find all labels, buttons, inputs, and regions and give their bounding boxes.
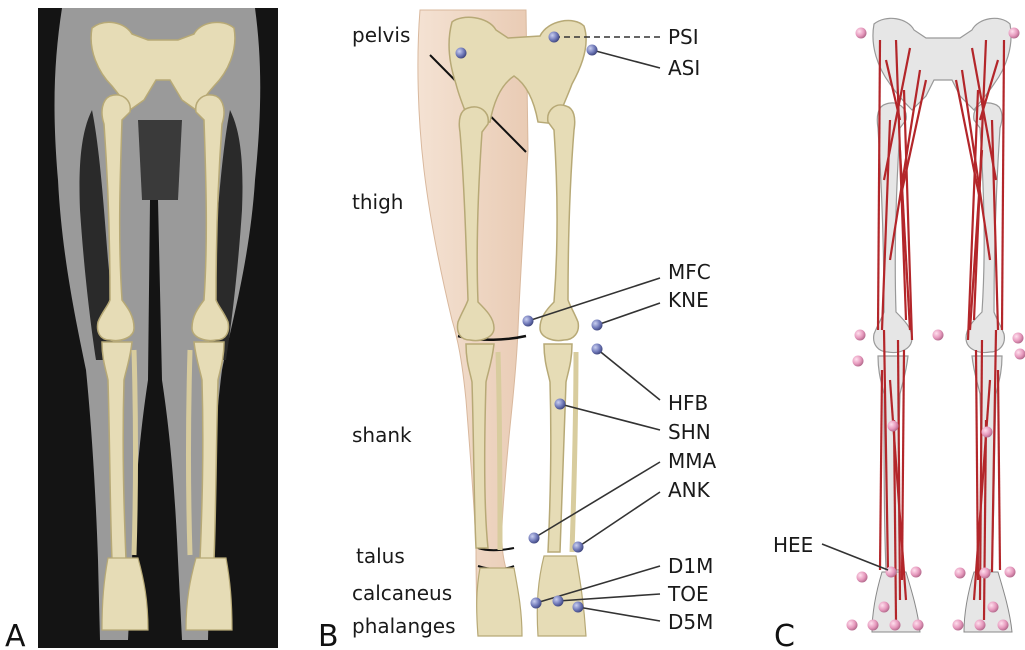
marker-pink	[888, 421, 899, 432]
marker-label-mma: MMA	[668, 449, 717, 473]
leader-asi	[592, 50, 660, 68]
marker-pink	[1009, 28, 1020, 39]
marker-pink	[998, 620, 1009, 631]
segment-label-thigh: thigh	[352, 190, 403, 214]
foot-right	[186, 558, 232, 630]
marker-pink	[1013, 333, 1024, 344]
leader-hfb	[597, 349, 660, 400]
leader-d5m	[578, 607, 660, 621]
marker-pink	[1015, 349, 1025, 360]
marker-d5m	[573, 602, 584, 613]
marker-d1m	[531, 598, 542, 609]
marker-pink	[975, 620, 986, 631]
marker-mfc	[523, 316, 534, 327]
tibia-right	[544, 344, 572, 552]
segment-label-calcaneus: calcaneus	[352, 581, 452, 605]
marker-pink	[855, 330, 866, 341]
marker-pink	[1005, 567, 1016, 578]
marker-asi	[587, 45, 598, 56]
marker-kne	[592, 320, 603, 331]
marker-label-shn: SHN	[668, 420, 711, 444]
marker-pink	[980, 568, 991, 579]
marker-pink	[857, 572, 868, 583]
foot-left	[477, 568, 522, 636]
marker-hee	[886, 567, 897, 578]
marker-pink	[879, 602, 890, 613]
marker-label-kne: KNE	[668, 288, 709, 312]
fibula-left	[498, 352, 500, 550]
marker-pink	[955, 568, 966, 579]
marker-asi-left	[456, 48, 467, 59]
marker-hfb	[592, 344, 603, 355]
leader-hee	[822, 544, 888, 570]
marker-label-asi: ASI	[668, 56, 700, 80]
marker-pink	[953, 620, 964, 631]
segment-label-talus: talus	[356, 544, 405, 568]
leader-kne	[597, 303, 660, 325]
marker-pink	[847, 620, 858, 631]
mri-tissue-dark	[138, 120, 182, 200]
marker-pink	[913, 620, 924, 631]
segment-label-shank: shank	[352, 423, 412, 447]
marker-psi	[549, 32, 560, 43]
marker-label-mfc: MFC	[668, 260, 711, 284]
leader-ank	[578, 492, 660, 547]
marker-toe	[553, 596, 564, 607]
marker-label-ank: ANK	[668, 478, 711, 502]
fibula-left	[134, 350, 136, 555]
femur-right	[540, 105, 578, 341]
panel-label-c: C	[774, 619, 795, 650]
marker-pink	[890, 620, 901, 631]
marker-pink	[868, 620, 879, 631]
marker-shn	[555, 399, 566, 410]
panel-c: HEE	[773, 18, 1025, 632]
segment-label-pelvis: pelvis	[352, 23, 410, 47]
marker-pink	[933, 330, 944, 341]
marker-label-d1m: D1M	[668, 554, 713, 578]
marker-label-psi: PSI	[668, 25, 699, 49]
marker-pink	[856, 28, 867, 39]
fibula-right	[189, 350, 191, 555]
marker-pink	[988, 602, 999, 613]
panel-a	[38, 8, 278, 648]
marker-label-hfb: HFB	[668, 391, 708, 415]
panel-b: pelvis thigh shank talus calcaneus phala…	[352, 10, 717, 638]
marker-pink	[911, 567, 922, 578]
segment-label-phalanges: phalanges	[352, 614, 456, 638]
marker-ank	[573, 542, 584, 553]
marker-pink	[982, 427, 993, 438]
panel-label-b: B	[318, 619, 339, 650]
foot-left	[102, 558, 148, 630]
marker-label-d5m: D5M	[668, 610, 713, 634]
marker-pink	[853, 356, 864, 367]
panel-label-a: A	[5, 619, 26, 650]
marker-label-toe: TOE	[667, 582, 709, 606]
marker-label-hee: HEE	[773, 533, 813, 557]
leader-mfc	[528, 278, 660, 321]
fibula-right	[572, 352, 576, 552]
marker-mma	[529, 533, 540, 544]
